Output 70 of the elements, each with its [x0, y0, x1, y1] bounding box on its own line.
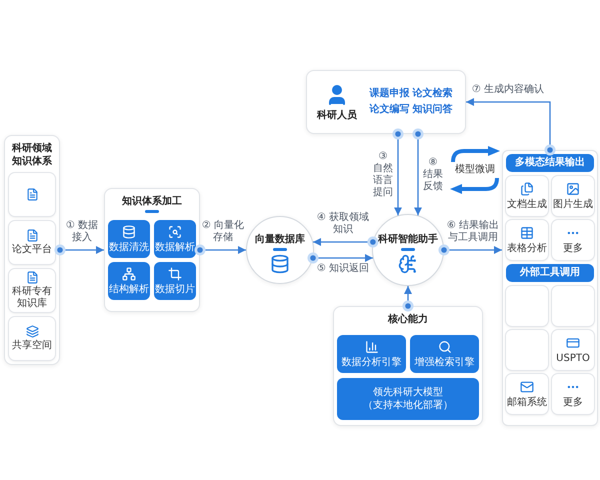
tool-tile [552, 330, 594, 370]
edge-label: ⑧ 结果反馈 [422, 156, 444, 193]
tool-tile [552, 286, 594, 326]
arrow [392, 128, 404, 216]
feature-tile [410, 335, 479, 373]
tile-label: 领先科研大模型 [373, 386, 443, 399]
feature-tile [154, 220, 196, 258]
section-header: 多模态结果输出 [506, 154, 594, 172]
source-card [9, 317, 55, 360]
card-label: 科研专有知识库 [11, 286, 53, 310]
edge-label: ⑤ 知识返回 [316, 263, 370, 275]
tool-tile [506, 330, 548, 370]
panel-title: 知识体系加工 [122, 195, 182, 208]
tool-tile [552, 374, 594, 414]
tile-label: 邮箱系统 [507, 396, 547, 408]
arrow [54, 244, 104, 256]
arrow [308, 252, 373, 264]
user-card [306, 70, 466, 134]
group-panel [104, 188, 200, 312]
tool-tile [506, 286, 548, 326]
tool-tile [506, 176, 548, 216]
tile-label: 文档生成 [507, 198, 547, 210]
tile-label: USPTO [556, 352, 590, 364]
output-panel [502, 150, 598, 426]
edge-label: ③ 自然语言提问 [372, 150, 394, 199]
node-title: 科研智能助手 [378, 234, 438, 246]
tile-label: 更多 [563, 396, 583, 408]
section-header: 外部工具调用 [506, 264, 594, 282]
feature-tile [108, 262, 150, 300]
tool-tile [552, 220, 594, 260]
model-tile [337, 378, 479, 420]
tile-label: 数据解析 [155, 242, 195, 254]
feature-tile [337, 335, 406, 373]
edge-label: ⑦ 生成内容确认 [470, 84, 546, 96]
arrow [412, 128, 424, 216]
tile-label: 结构解析 [109, 284, 149, 296]
card-label: 共享空间 [12, 340, 52, 352]
task-text: 课题申报 论文检索论文编写 知识问答 [368, 86, 454, 117]
arrow [194, 244, 246, 256]
group-panel [333, 306, 483, 426]
arrow [466, 98, 556, 156]
tile-label: （支持本地化部署） [363, 399, 453, 412]
panel-title: 核心能力 [388, 313, 428, 326]
tool-tile [552, 176, 594, 216]
source-panel [4, 135, 60, 365]
card-label: 论文平台 [12, 244, 52, 256]
source-card [9, 173, 55, 216]
edge-label: ① 数据接入 [64, 220, 100, 244]
tile-label: 数据清洗 [109, 242, 149, 254]
tool-tile [506, 374, 548, 414]
feature-tile [108, 220, 150, 258]
tile-label: 增强检索引擎 [414, 356, 474, 368]
edge-label: ② 向量化存储 [201, 220, 245, 244]
tool-tile [506, 220, 548, 260]
arrow [313, 236, 378, 248]
source-card [9, 269, 55, 312]
edge-label: ⑥ 结果输出与工具调用 [446, 220, 500, 244]
process-label: 模型微调 [455, 164, 495, 176]
source-card [9, 221, 55, 264]
tile-label: 数据切片 [155, 284, 195, 296]
role-label: 科研人员 [317, 110, 357, 122]
edge-label: ④ 获取领域知识 [316, 212, 370, 236]
arrow [402, 286, 414, 312]
node-title: 向量数据库 [255, 234, 305, 246]
feature-tile [154, 262, 196, 300]
panel-title: 科研领域知识体系 [10, 142, 53, 168]
tile-label: 数据分析引擎 [342, 356, 402, 368]
tile-label: 更多 [563, 242, 583, 254]
tile-label: 图片生成 [553, 198, 593, 210]
tile-label: 表格分析 [507, 242, 547, 254]
